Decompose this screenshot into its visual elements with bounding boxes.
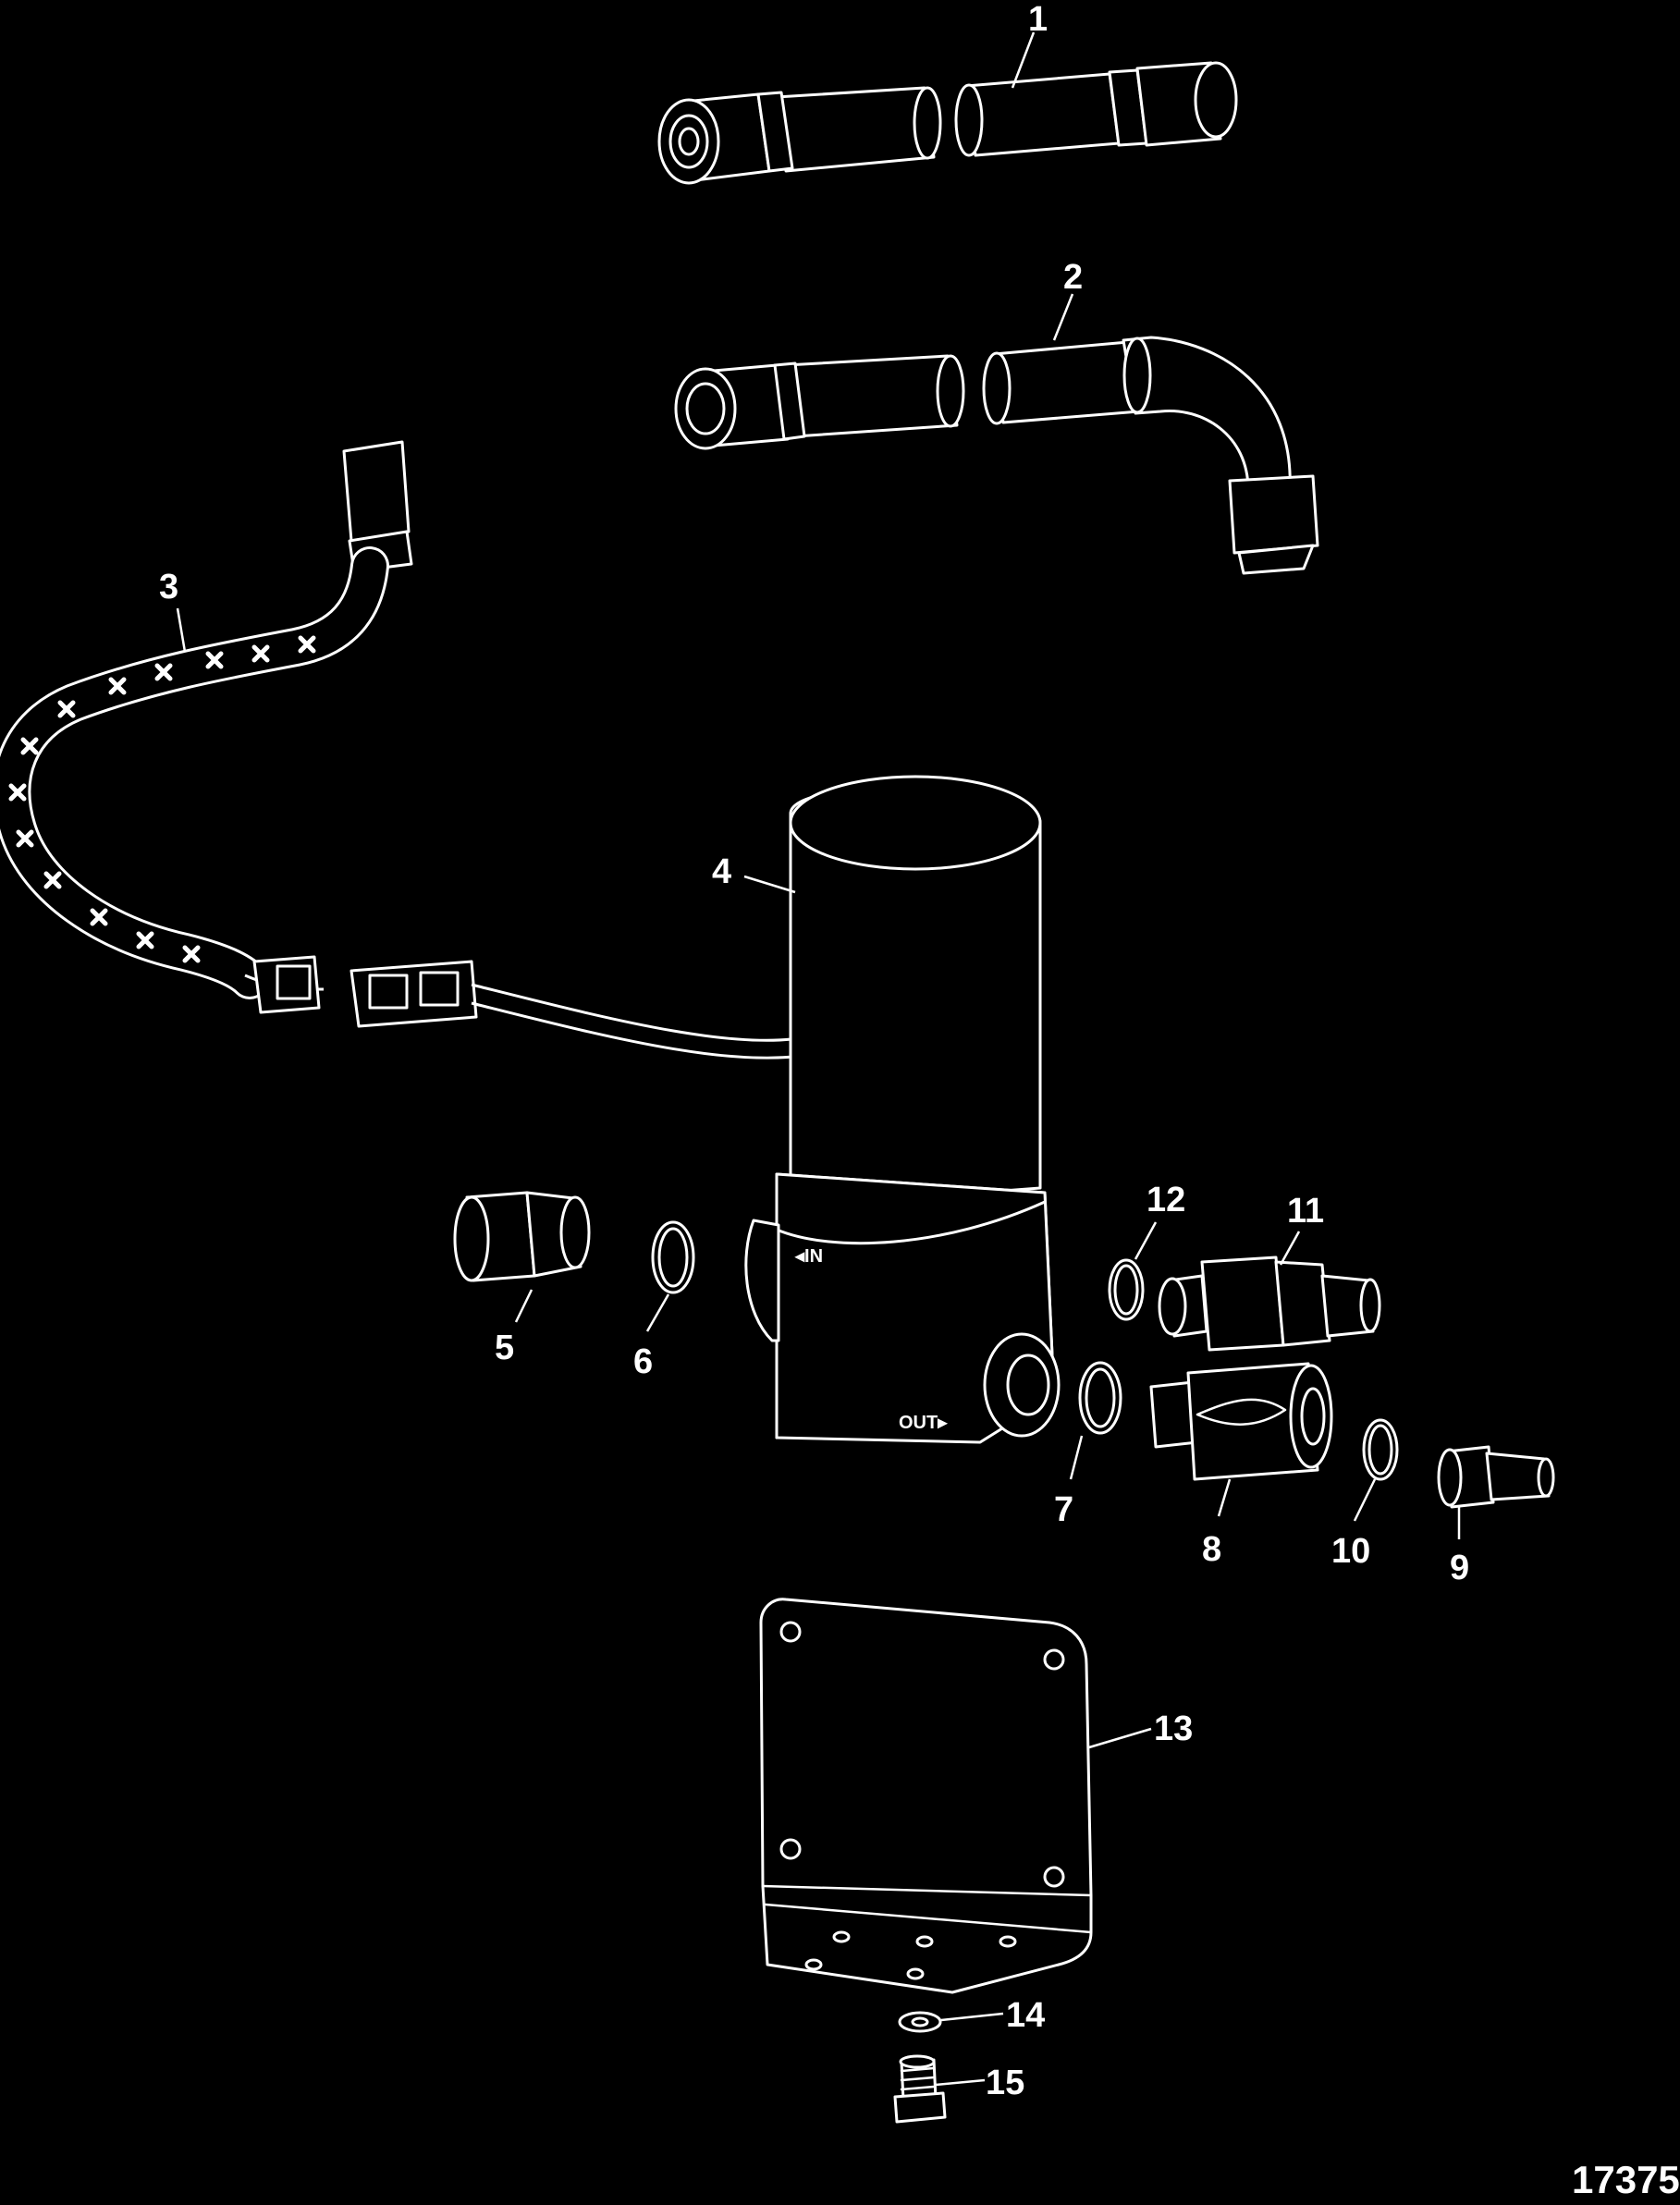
callout-3: 3 xyxy=(159,568,178,606)
callout-11: 11 xyxy=(1287,1192,1324,1231)
callout-8: 8 xyxy=(1202,1530,1221,1569)
callout-4: 4 xyxy=(712,852,731,891)
part-9-adapter-fitting xyxy=(1437,1445,1555,1509)
part-15-screw xyxy=(893,2054,947,2124)
callouts: 1 2 3 4 5 6 7 8 9 10 11 12 13 14 15 xyxy=(159,0,1469,2102)
callout-10: 10 xyxy=(1331,1532,1370,1571)
callout-15: 15 xyxy=(986,2064,1024,2102)
part-14-washer xyxy=(898,2011,942,2033)
leader-lines xyxy=(176,31,1461,2087)
callout-14: 14 xyxy=(1006,1996,1045,2035)
part-8-outlet-fitting xyxy=(1149,1362,1333,1481)
part-6-o-ring xyxy=(651,1220,695,1294)
part-10-o-ring xyxy=(1362,1418,1399,1481)
part-5-inlet-fitting xyxy=(453,1191,591,1282)
callout-7: 7 xyxy=(1054,1490,1073,1529)
part-7-o-ring xyxy=(1078,1361,1122,1435)
part-12-o-ring xyxy=(1108,1258,1145,1321)
inlet-stamp: ◂IN xyxy=(794,1246,823,1267)
callout-6: 6 xyxy=(633,1342,653,1381)
outlet-stamp: OUT▸ xyxy=(899,1413,948,1433)
part-1-straight-hose xyxy=(657,61,1238,185)
part-11-check-valve-fitting xyxy=(1158,1256,1381,1352)
harness-sleeve-markings xyxy=(8,635,316,963)
callout-13: 13 xyxy=(1154,1709,1193,1748)
figure-number: 17375 xyxy=(1572,2158,1680,2201)
callout-5: 5 xyxy=(495,1329,514,1367)
part-3-wiring-harness xyxy=(0,440,897,1060)
callout-1: 1 xyxy=(1028,0,1048,39)
callout-9: 9 xyxy=(1450,1549,1469,1587)
callout-12: 12 xyxy=(1147,1181,1185,1219)
part-2-elbow-hose xyxy=(674,336,1319,575)
part-4-pump-body: ◂IN OUT▸ xyxy=(744,775,1061,1444)
part-13-mounting-bracket xyxy=(759,1598,1093,1994)
callout-2: 2 xyxy=(1063,258,1083,297)
